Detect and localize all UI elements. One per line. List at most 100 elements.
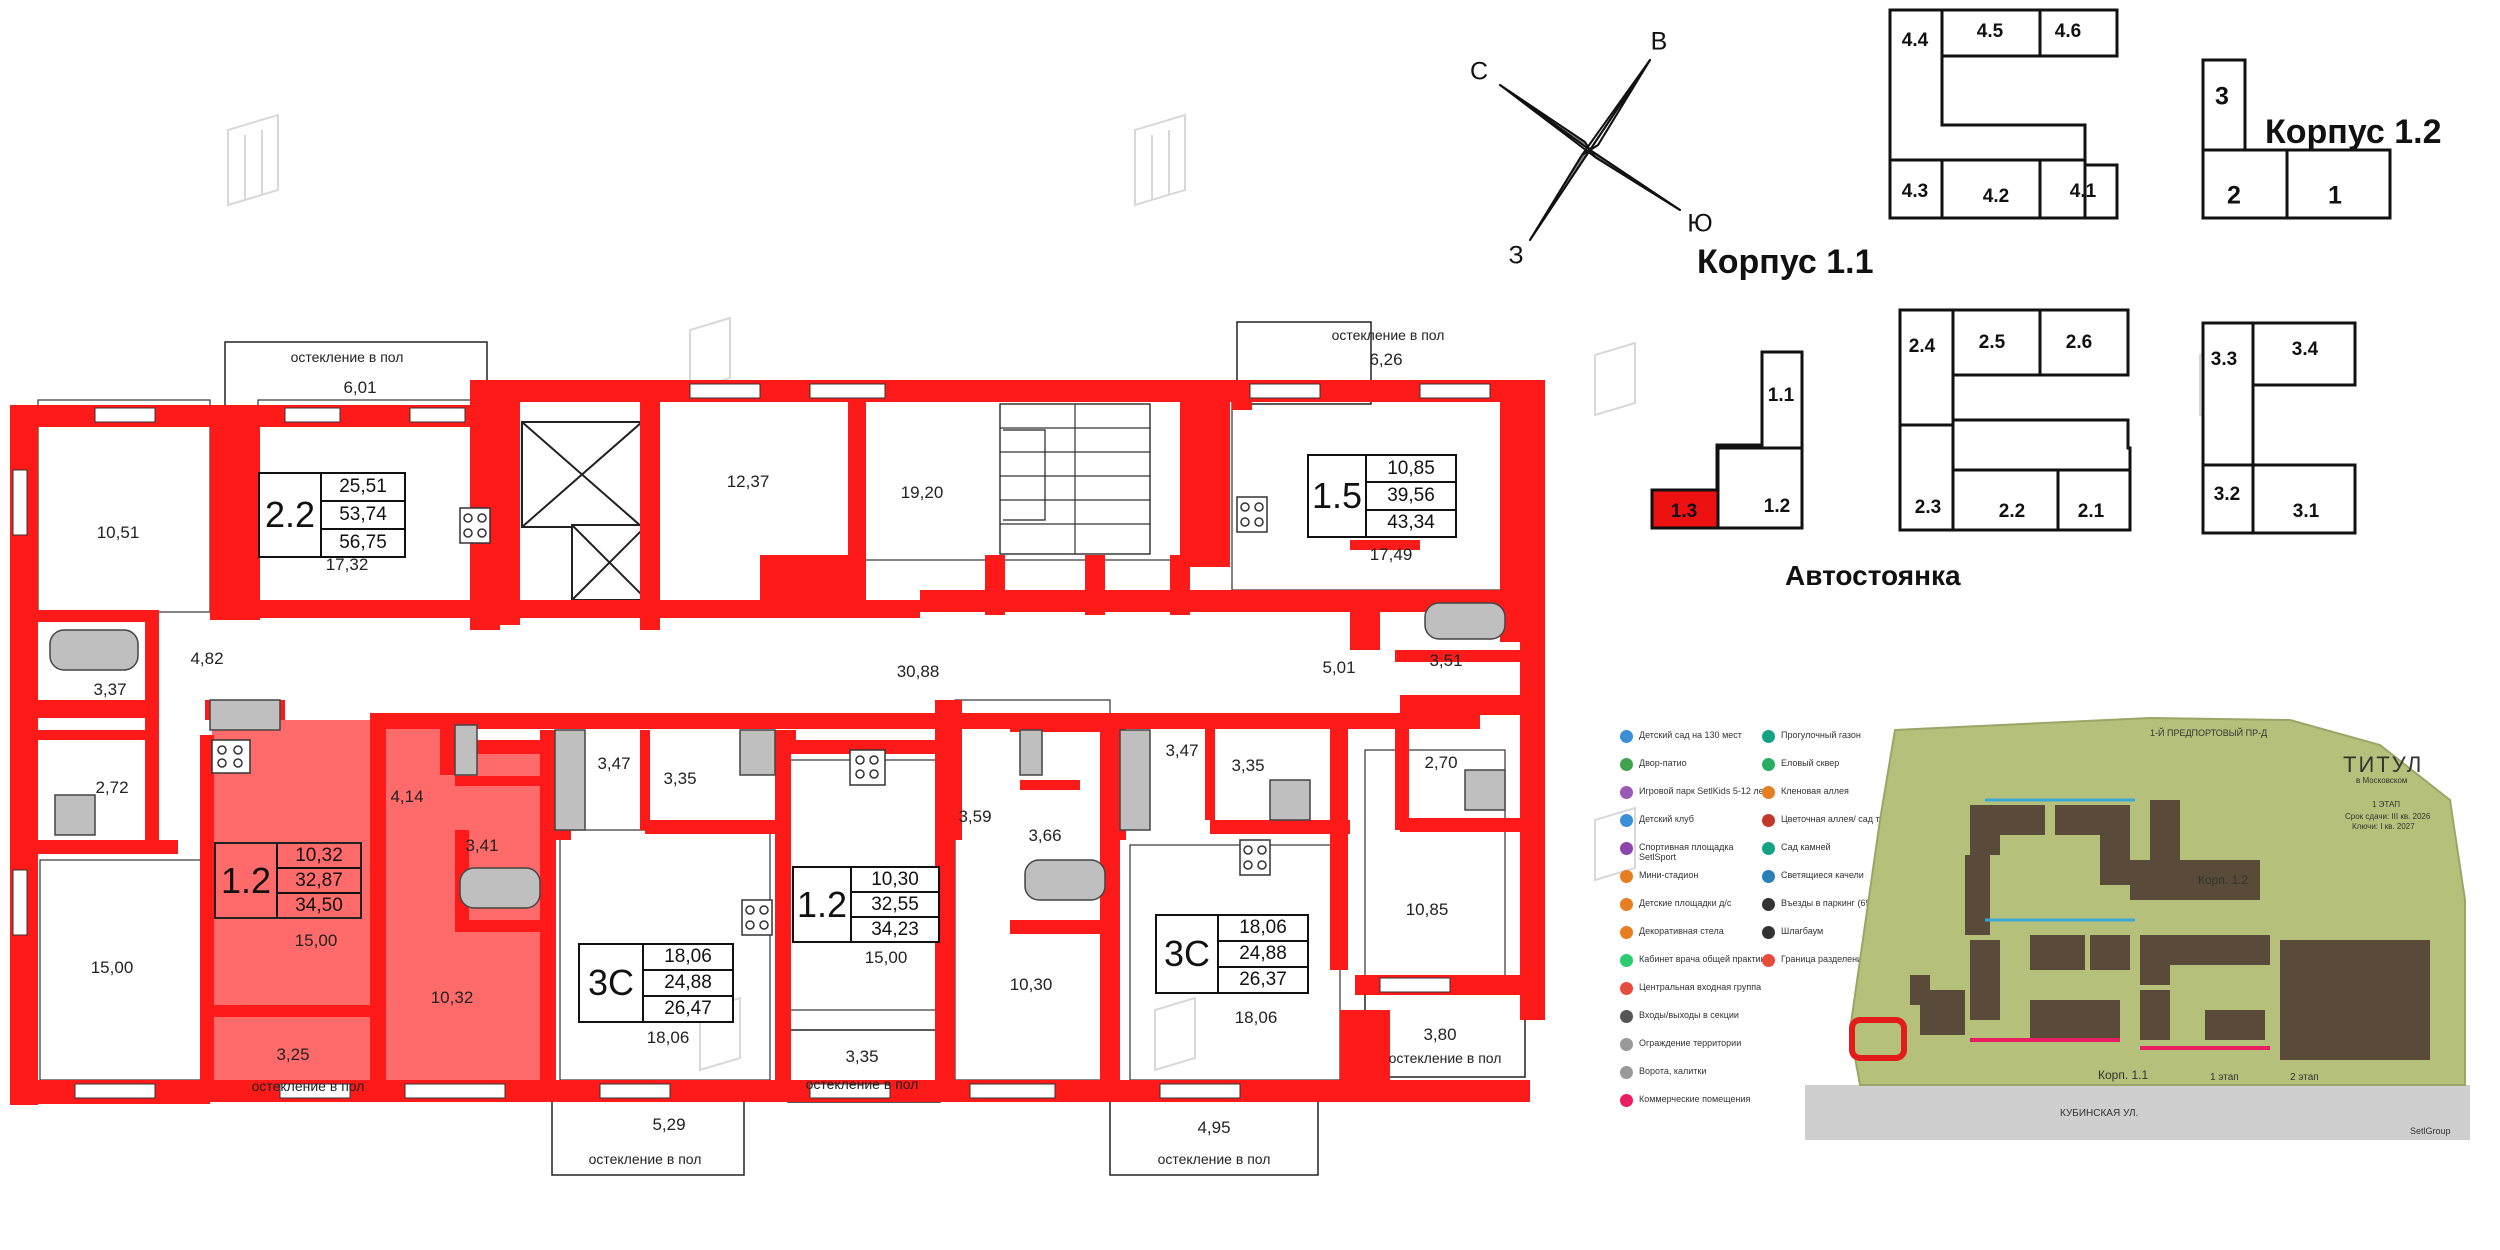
section-label[interactable]: 3.3	[2210, 349, 2238, 370]
total-area: 32,55	[852, 893, 938, 918]
section-label[interactable]: 4.3	[1901, 181, 1929, 202]
legend-label: Двор-патио	[1639, 758, 1687, 768]
apartment-box[interactable]: 2.2 25,51 53,74 56,75	[258, 472, 406, 558]
legend-label: Сад камней	[1781, 842, 1831, 852]
section-label-selected[interactable]: 1.3	[1670, 501, 1698, 522]
legend-item: Шлагбаум	[1762, 926, 1912, 939]
legend-item: Декоративная стела	[1620, 926, 1770, 939]
section-label[interactable]: 4.6	[2054, 21, 2082, 42]
legend-icon	[1620, 842, 1633, 855]
building-title-2: Корпус 1.2	[2265, 113, 2442, 151]
building-title: Корпус 1.1	[1697, 243, 1874, 281]
legend-item: Кабинет врача общей практики	[1620, 954, 1770, 967]
legend-label: Кабинет врача общей практики	[1639, 954, 1770, 964]
section-label[interactable]: 1	[2328, 181, 2342, 210]
legend-label: Детские площадки д/с	[1639, 898, 1732, 908]
section-label[interactable]: 3.4	[2291, 339, 2319, 360]
room-area: 10,51	[96, 523, 140, 542]
section-label[interactable]: 1.1	[1767, 385, 1795, 406]
section-label[interactable]: 2.1	[2077, 501, 2105, 522]
section-label[interactable]: 1.2	[1763, 496, 1791, 517]
glazing-label: остекление в пол	[251, 1078, 365, 1094]
total-area-with-balcony: 34,23	[871, 918, 919, 940]
section-label[interactable]: 4.4	[1901, 30, 1929, 51]
legend-label: Шлагбаум	[1781, 926, 1824, 936]
section-label[interactable]: 3	[2215, 82, 2229, 111]
legend-icon	[1620, 730, 1633, 743]
site-road-top: 1-Й ПРЕДПОРТОВЫЙ ПР-Д	[2150, 728, 2268, 738]
section-label[interactable]: 4.2	[1982, 186, 2010, 207]
section-label[interactable]: 4.5	[1976, 21, 2004, 42]
room-area: 17,49	[1369, 545, 1413, 564]
apartment-box[interactable]: 1.5 10,85 39,56 43,34	[1307, 454, 1457, 538]
legend-label: Въезды в паркинг (690 м/мест)	[1781, 898, 1910, 908]
room-area: 4,82	[190, 649, 224, 668]
legend-icon	[1762, 814, 1775, 827]
apartment-box-selected[interactable]: 1.2 10,32 32,87 34,50	[214, 842, 362, 919]
total-area: 24,88	[1219, 942, 1307, 968]
section-label[interactable]: 2.4	[1908, 336, 1936, 357]
legend-label: Детский сад на 130 мест	[1639, 730, 1742, 740]
glazing-label: остекление в пол	[588, 1151, 702, 1167]
room-area: 10,32	[430, 988, 474, 1007]
glazing-label: остекление в пол	[805, 1076, 919, 1092]
legend-icon	[1620, 982, 1633, 995]
total-area: 39,56	[1367, 483, 1455, 511]
site-map-selected	[1849, 1017, 1907, 1061]
room-area: 10,30	[1009, 975, 1053, 994]
legend-item: Светящиеся качели	[1762, 870, 1912, 883]
legend-icon	[1620, 814, 1633, 827]
apartment-box[interactable]: 3С 18,06 24,88 26,47	[578, 943, 734, 1023]
legend-label: Мини-стадион	[1639, 870, 1699, 880]
living-area: 25,51	[322, 474, 404, 502]
legend-item: Еловый сквер	[1762, 758, 1912, 771]
room-area: 5,01	[1322, 658, 1356, 677]
section-label[interactable]: 2.6	[2065, 332, 2093, 353]
legend-icon	[1620, 926, 1633, 939]
room-area: 19,20	[900, 483, 944, 502]
legend-item: Детские площадки д/с	[1620, 898, 1770, 911]
legend-icon	[1762, 870, 1775, 883]
legend-icon	[1620, 954, 1633, 967]
room-area: 18,06	[646, 1028, 690, 1047]
legend-icon	[1620, 1094, 1633, 1107]
apartment-box[interactable]: 3С 18,06 24,88 26,37	[1155, 914, 1309, 994]
section-label[interactable]: 3.1	[2292, 501, 2320, 522]
glazing-label: остекление в пол	[290, 349, 404, 365]
legend-item: Входы/выходы в секции	[1620, 1010, 1770, 1023]
section-label[interactable]: 2.5	[1978, 332, 2006, 353]
brand-sub: в Московском	[2356, 776, 2408, 785]
legend-item: Прогулочный газон	[1762, 730, 1912, 743]
compass-south: Ю	[1687, 209, 1713, 238]
legend-item: Сад камней	[1762, 842, 1912, 855]
legend-label: Декоративная стела	[1639, 926, 1724, 936]
legend-label: Цветочная аллея/ сад трав	[1781, 814, 1895, 824]
room-area: 6,26	[1369, 350, 1403, 369]
room-area: 3,25	[276, 1045, 310, 1064]
apartment-box[interactable]: 1.2 10,30 32,55 34,23	[792, 866, 940, 943]
legend-item: Мини-стадион	[1620, 870, 1770, 883]
compass-north: С	[1469, 57, 1489, 86]
legend-icon	[1762, 786, 1775, 799]
legend-label: Спортивная площадка SetlSport	[1639, 842, 1734, 862]
developer-logo: SetlGroup	[2410, 1126, 2451, 1136]
legend-item: Спортивная площадка SetlSport	[1620, 842, 1770, 862]
section-label[interactable]: 4.1	[2069, 181, 2097, 202]
glazing-label: остекление в пол	[1331, 327, 1445, 343]
total-area-with-balcony: 34,50	[295, 894, 343, 916]
section-label[interactable]: 2.2	[1998, 501, 2026, 522]
living-area: 10,85	[1367, 456, 1455, 484]
legend-item: Коммерческие помещения	[1620, 1094, 1770, 1107]
legend-label: Кленовая аллея	[1781, 786, 1849, 796]
legend-item: Ограждение территории	[1620, 1038, 1770, 1051]
section-label[interactable]: 2.3	[1914, 497, 1942, 518]
room-area: 4,95	[1197, 1118, 1231, 1137]
legend-icon	[1762, 954, 1775, 967]
section-label[interactable]: 2	[2227, 181, 2241, 210]
room-area: 3,59	[958, 807, 992, 826]
section-label[interactable]: 3.2	[2213, 484, 2241, 505]
compass-rose-icon	[1499, 59, 1681, 241]
glazing-label: остекление в пол	[1388, 1050, 1502, 1066]
room-area: 3,37	[93, 680, 127, 699]
